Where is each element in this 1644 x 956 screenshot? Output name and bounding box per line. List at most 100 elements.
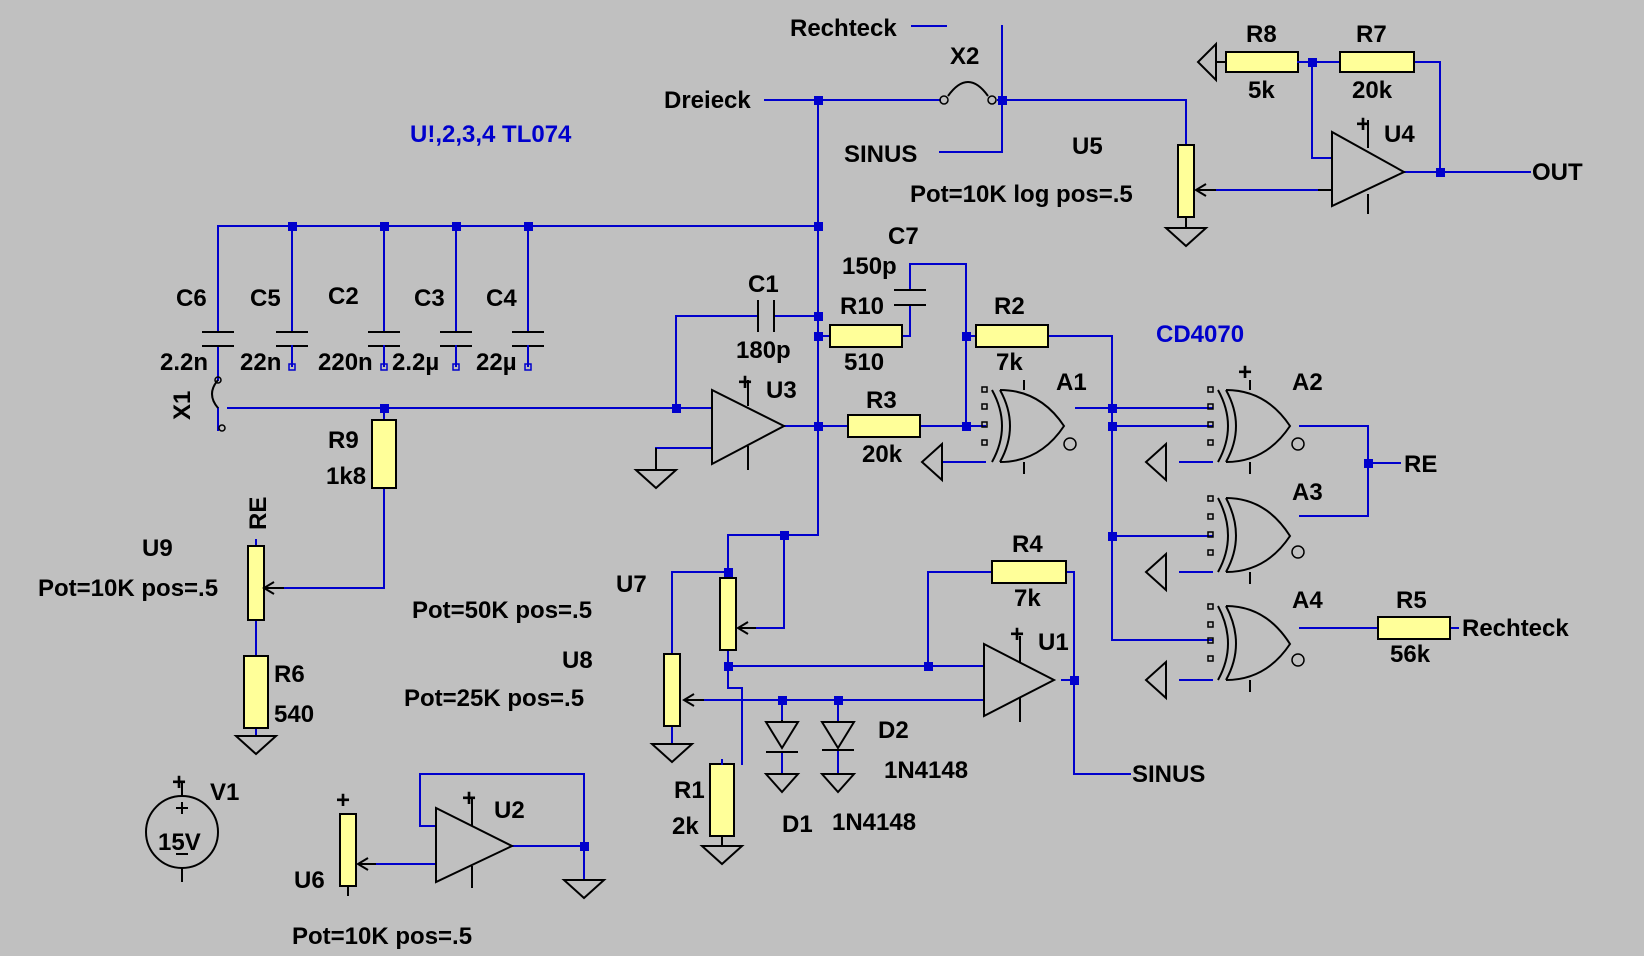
capacitor-bank[interactable] — [202, 331, 544, 371]
r8-value: 5k — [1248, 77, 1275, 104]
u8-value: Pot=25K pos=.5 — [404, 685, 584, 712]
a2-plus: + — [1238, 359, 1252, 386]
u1-plus: + — [1010, 621, 1024, 648]
u2-name: U2 — [494, 797, 525, 824]
r4-resistor[interactable] — [991, 560, 1067, 584]
r10-name: R10 — [840, 293, 884, 320]
r5-resistor[interactable] — [1377, 616, 1451, 640]
xor-gate-a1[interactable] — [981, 380, 1077, 474]
u6-plus: + — [336, 787, 350, 814]
a3-name: A3 — [1292, 479, 1323, 506]
r2-name: R2 — [994, 293, 1025, 320]
c5-value: 22n — [240, 349, 281, 376]
r7-resistor[interactable] — [1339, 51, 1415, 73]
u1-opamp[interactable] — [983, 636, 1057, 722]
u3-name: U3 — [766, 377, 797, 404]
r9-resistor[interactable] — [371, 419, 397, 489]
u5-value: Pot=10K log pos=.5 — [910, 181, 1133, 208]
u6-value: Pot=10K pos=.5 — [292, 923, 472, 950]
net-label-sinus-top: SINUS — [844, 141, 917, 168]
r4-value: 7k — [1014, 585, 1041, 612]
c3-name: C3 — [414, 285, 445, 312]
labels: Rechteck Dreieck SINUS OUT RE Rechteck S… — [38, 15, 1583, 950]
diode-d2[interactable] — [819, 721, 857, 794]
c4-name: C4 — [486, 285, 517, 312]
c7-value: 150p — [842, 253, 897, 280]
u9-name: U9 — [142, 535, 173, 562]
c6-name: C6 — [176, 285, 207, 312]
r8-name: R8 — [1246, 21, 1277, 48]
u8-name: U8 — [562, 647, 593, 674]
x2-switch[interactable] — [939, 81, 997, 105]
r4-name: R4 — [1012, 531, 1043, 558]
x1-jumper[interactable] — [211, 376, 226, 432]
u7-name: U7 — [616, 571, 647, 598]
opamp-type-note: U!,2,3,4 TL074 — [410, 121, 572, 148]
c7-capacitor[interactable] — [894, 289, 926, 306]
v1-value: 15V — [158, 829, 201, 856]
u6-potentiometer[interactable] — [339, 813, 376, 896]
net-label-rechteck-out: Rechteck — [1462, 615, 1569, 642]
r1-value: 2k — [672, 813, 699, 840]
c7-name: C7 — [888, 223, 919, 250]
u2-opamp[interactable] — [435, 798, 607, 900]
r2-value: 7k — [996, 349, 1023, 376]
net-label-rechteck-top: Rechteck — [790, 15, 897, 42]
r1-resistor[interactable] — [699, 759, 745, 866]
v1-voltage-source[interactable] — [145, 782, 219, 882]
r5-name: R5 — [1396, 587, 1427, 614]
u5-name: U5 — [1072, 133, 1103, 160]
u4-plus: + — [1356, 111, 1370, 138]
c3-value: 2.2µ — [392, 349, 439, 376]
c1-capacitor[interactable] — [757, 300, 775, 332]
u4-name: U4 — [1384, 121, 1415, 148]
diode-d1[interactable] — [763, 720, 801, 794]
net-label-re: RE — [1404, 451, 1437, 478]
r10-resistor[interactable] — [829, 324, 903, 348]
c6-value: 2.2n — [160, 349, 208, 376]
r9-name: R9 — [328, 427, 359, 454]
r6-name: R6 — [274, 661, 305, 688]
net-label-out: OUT — [1532, 159, 1583, 186]
xor-gate-a2[interactable] — [1144, 380, 1305, 483]
r3-ground-arrow — [920, 441, 943, 483]
c1-value: 180p — [736, 337, 791, 364]
u7-value: Pot=50K pos=.5 — [412, 597, 592, 624]
u5-potentiometer[interactable] — [1163, 144, 1216, 248]
r9-value: 1k8 — [326, 463, 366, 490]
d1-value: 1N4148 — [832, 809, 916, 836]
x1-label: X1 — [169, 391, 196, 420]
u7-potentiometer[interactable] — [719, 577, 756, 651]
xor-gate-a4[interactable] — [1144, 603, 1305, 701]
v1-name: V1 — [210, 779, 239, 806]
u2-plus: + — [462, 785, 476, 812]
u3-opamp[interactable] — [633, 380, 787, 490]
xor-gate-a3[interactable] — [1144, 495, 1305, 593]
u1-name: U1 — [1038, 629, 1069, 656]
u9-potentiometer[interactable] — [247, 545, 284, 621]
r5-value: 56k — [1390, 641, 1431, 668]
a4-name: A4 — [1292, 587, 1323, 614]
r1-name: R1 — [674, 777, 705, 804]
c1-name: C1 — [748, 271, 779, 298]
r3-name: R3 — [866, 387, 897, 414]
u4-opamp[interactable] — [1318, 120, 1407, 214]
r8-resistor[interactable] — [1196, 41, 1313, 83]
d1-name: D1 — [782, 811, 813, 838]
net-label-dreieck: Dreieck — [664, 87, 751, 114]
r6-resistor[interactable] — [233, 655, 279, 756]
r10-value: 510 — [844, 349, 884, 376]
u3-plus: + — [738, 369, 752, 396]
gate-type-note: CD4070 — [1156, 321, 1244, 348]
d2-name: D2 — [878, 717, 909, 744]
net-label-sinus-out: SINUS — [1132, 761, 1205, 788]
c2-value: 220n — [318, 349, 373, 376]
u8-potentiometer[interactable] — [649, 653, 704, 764]
r2-resistor[interactable] — [975, 324, 1049, 348]
junctions — [288, 58, 1445, 851]
a1-name: A1 — [1056, 369, 1087, 396]
c4-value: 22µ — [476, 349, 517, 376]
net-label-re-pot: RE — [245, 497, 272, 530]
r3-resistor[interactable] — [847, 414, 921, 438]
